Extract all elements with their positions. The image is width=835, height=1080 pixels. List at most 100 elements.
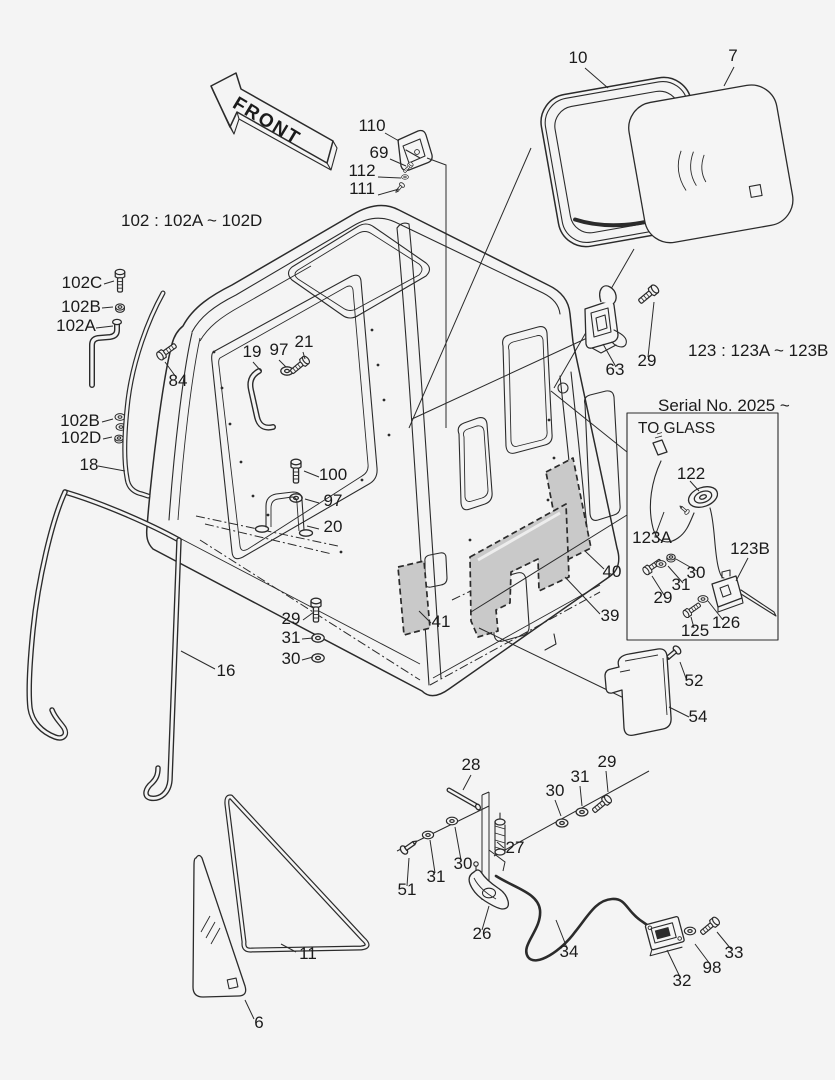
part-label-6: 6 bbox=[254, 1013, 263, 1032]
part-label-31-cab: 31 bbox=[282, 628, 301, 647]
washer-30-br bbox=[555, 818, 569, 828]
panel-41 bbox=[397, 560, 431, 636]
part-label-26: 26 bbox=[473, 924, 492, 943]
serial-box: TO GLASS bbox=[626, 412, 779, 641]
washer-98 bbox=[683, 926, 697, 936]
bolt-21 bbox=[288, 354, 312, 377]
part-label-102D: 102D bbox=[61, 428, 102, 447]
rod-28 bbox=[446, 787, 482, 811]
nut-102B bbox=[115, 303, 125, 313]
part-label-102B: 102B bbox=[61, 297, 101, 316]
leader-lines bbox=[95, 66, 749, 1020]
bottom-assembly bbox=[396, 770, 722, 962]
bolt-84 bbox=[154, 340, 179, 362]
part-labels: 10 7 110 69 112 111 102C 102B 102A 84 19… bbox=[56, 46, 770, 1032]
part-label-123A: 123A bbox=[632, 528, 672, 547]
triangle-glass-6 bbox=[192, 854, 247, 998]
note-to-glass: TO GLASS bbox=[638, 420, 715, 437]
bolt-125 bbox=[681, 600, 703, 620]
part-label-112: 112 bbox=[348, 161, 375, 180]
part-label-31-br: 31 bbox=[571, 767, 590, 786]
part-label-31-bl: 31 bbox=[427, 867, 446, 886]
cable-34 bbox=[494, 874, 652, 962]
window-glass-7 bbox=[628, 84, 794, 244]
part-label-54: 54 bbox=[689, 707, 708, 726]
part-label-19: 19 bbox=[243, 342, 262, 361]
lock-striker-32 bbox=[644, 915, 685, 957]
bracket-20 bbox=[254, 491, 314, 537]
part-label-29-br: 29 bbox=[598, 752, 617, 771]
nut-30-box bbox=[666, 553, 676, 563]
part-label-28: 28 bbox=[462, 755, 481, 774]
trim-strip-18 bbox=[122, 290, 166, 499]
bracket-63 bbox=[584, 285, 627, 354]
part-label-20: 20 bbox=[324, 517, 343, 536]
part-label-97-a: 97 bbox=[270, 340, 289, 359]
part-label-69: 69 bbox=[370, 143, 389, 162]
latch-handle-26 bbox=[468, 861, 510, 910]
part-label-33: 33 bbox=[725, 943, 744, 962]
washer-31-box bbox=[655, 560, 667, 568]
washer-31-cab bbox=[311, 633, 325, 643]
part-label-30-bl: 30 bbox=[454, 854, 473, 873]
front-arrow-label: FRONT bbox=[229, 93, 304, 150]
washer-31-bl bbox=[421, 830, 435, 840]
part-label-39: 39 bbox=[601, 606, 620, 625]
part-label-123B: 123B bbox=[730, 539, 770, 558]
part-label-30-br: 30 bbox=[546, 781, 565, 800]
washer-30-bl bbox=[445, 816, 459, 826]
note-group-102: 102 : 102A ~ 102D bbox=[121, 211, 262, 230]
bolt-100 bbox=[290, 458, 302, 484]
part-label-10: 10 bbox=[569, 48, 588, 67]
nut-102D bbox=[114, 434, 124, 444]
washer-126 bbox=[697, 595, 709, 603]
part-label-51: 51 bbox=[398, 880, 417, 899]
screw-111 bbox=[393, 181, 406, 195]
part-label-18: 18 bbox=[80, 455, 99, 474]
part-label-7: 7 bbox=[728, 46, 737, 65]
part-label-11: 11 bbox=[299, 944, 317, 963]
part-label-100: 100 bbox=[319, 465, 347, 484]
part-label-21: 21 bbox=[295, 332, 314, 351]
bolt-29-topright bbox=[636, 283, 661, 307]
switch-123B bbox=[711, 569, 777, 617]
part-label-32: 32 bbox=[673, 971, 692, 990]
part-label-52: 52 bbox=[685, 671, 704, 690]
part-label-102C: 102C bbox=[62, 273, 103, 292]
part-label-27: 27 bbox=[506, 838, 525, 857]
front-arrow: FRONT bbox=[210, 72, 338, 171]
part-label-84: 84 bbox=[169, 371, 188, 390]
note-serial: Serial No. 2025 ~ bbox=[658, 396, 790, 415]
cab-body bbox=[145, 204, 621, 697]
part-label-31-box: 31 bbox=[672, 575, 691, 594]
shaded-panels bbox=[397, 457, 592, 638]
washer-30-cab bbox=[311, 653, 325, 663]
part-label-30-box: 30 bbox=[687, 563, 706, 582]
screw-cable-clamp bbox=[677, 503, 691, 516]
screw-51 bbox=[398, 836, 420, 857]
part-label-122: 122 bbox=[677, 464, 705, 483]
grommet-122 bbox=[687, 486, 719, 508]
panel-39 bbox=[469, 503, 570, 638]
spring-27 bbox=[494, 812, 506, 856]
bolt-33 bbox=[698, 915, 722, 938]
washer-102B-a bbox=[114, 413, 126, 421]
part-label-97-b: 97 bbox=[324, 491, 343, 510]
part-label-125: 125 bbox=[681, 621, 709, 640]
part-label-29-box: 29 bbox=[654, 588, 673, 607]
part-label-29-tr: 29 bbox=[638, 351, 657, 370]
part-label-98: 98 bbox=[703, 958, 722, 977]
door-seal-16 bbox=[26, 489, 182, 802]
note-group-123: 123 : 123A ~ 123B bbox=[688, 341, 828, 360]
part-label-41: 41 bbox=[432, 612, 451, 631]
part-label-102B-2: 102B bbox=[60, 411, 100, 430]
washer-31-br bbox=[575, 807, 589, 817]
part-label-30-cab: 30 bbox=[282, 649, 301, 668]
part-label-111: 111 bbox=[349, 179, 375, 198]
rod-102A bbox=[89, 318, 123, 388]
bolt-hole-dots bbox=[212, 328, 556, 554]
cable-123A bbox=[649, 460, 695, 543]
part-label-63: 63 bbox=[606, 360, 625, 379]
